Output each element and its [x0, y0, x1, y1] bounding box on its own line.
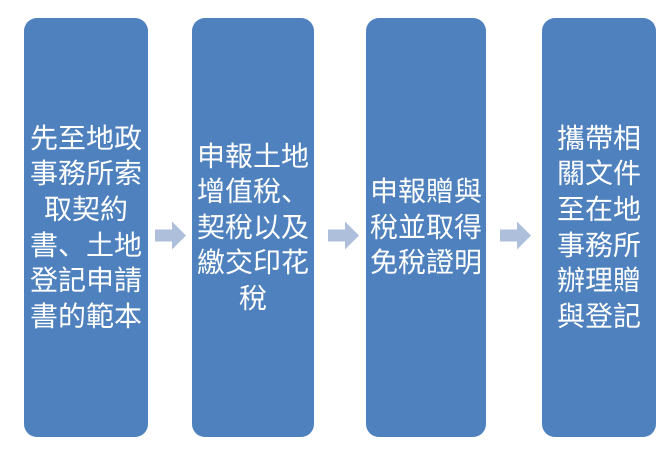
- right-arrow-icon: [155, 221, 186, 250]
- process-step-box-3[interactable]: 申報贈與稅並取得免稅證明: [366, 18, 486, 437]
- process-step-box-1[interactable]: 先至地政事務所索取契約書、土地登記申請書的範本: [24, 18, 148, 437]
- process-step-label-1: 先至地政事務所索取契約書、土地登記申請書的範本: [29, 121, 142, 333]
- right-arrow-icon: [328, 221, 359, 250]
- process-step-label-3: 申報贈與稅並取得免稅證明: [370, 175, 483, 280]
- process-step-box-2[interactable]: 申報土地增值稅、契稅以及繳交印花稅: [192, 18, 314, 437]
- process-step-label-2: 申報土地增值稅、契稅以及繳交印花稅: [196, 139, 309, 315]
- right-arrow-icon: [500, 221, 531, 250]
- process-step-label-4: 攜帶相關文件至在地事務所辦理贈與登記: [556, 121, 641, 333]
- process-step-box-4[interactable]: 攜帶相關文件至在地事務所辦理贈與登記: [542, 18, 656, 437]
